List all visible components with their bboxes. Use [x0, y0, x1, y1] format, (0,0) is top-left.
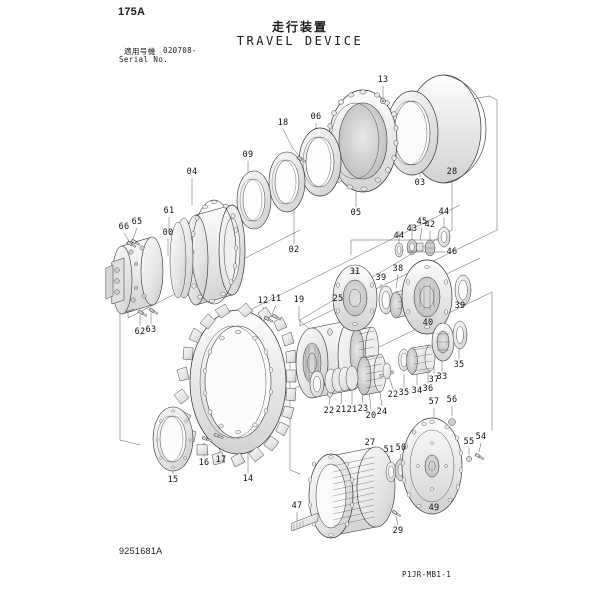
callout-44b: 44 [438, 207, 450, 217]
callout-04: 04 [186, 167, 198, 177]
callout-47: 47 [291, 501, 303, 511]
callout-31: 31 [349, 267, 361, 277]
page-code: 175A [118, 6, 146, 18]
callout-25: 25 [332, 294, 344, 304]
document-number: 9251681A [119, 546, 163, 556]
form-number: P1JR-MB1-1 [402, 570, 452, 579]
callout-38: 38 [392, 264, 404, 274]
callout-05: 05 [350, 208, 362, 218]
callout-39b: 39 [454, 301, 466, 311]
callout-50: 50 [395, 443, 407, 453]
callout-40: 40 [422, 318, 434, 328]
callout-36: 36 [422, 384, 434, 394]
callout-42: 42 [424, 220, 436, 230]
callout-51: 51 [383, 445, 395, 455]
callout-22b: 22 [387, 390, 399, 400]
diagram-title-japanese: 走行装置 [271, 20, 328, 34]
callout-17: 17 [215, 455, 227, 465]
callout-61: 61 [163, 206, 175, 216]
callout-29: 29 [392, 526, 404, 536]
callout-24: 24 [376, 407, 388, 417]
callout-11: 11 [270, 294, 282, 304]
callout-49: 49 [428, 503, 440, 513]
callout-66: 66 [118, 222, 130, 232]
serial-label-english: Serial No. [119, 55, 169, 64]
callout-23: 23 [357, 404, 369, 414]
callout-13: 13 [377, 75, 389, 85]
callout-00: 00 [162, 228, 174, 238]
diagram-title-english: TRAVEL DEVICE [236, 34, 364, 48]
callout-21: 21 [335, 405, 347, 415]
callout-56: 56 [446, 395, 458, 405]
callout-20: 20 [365, 411, 377, 421]
callout-28: 28 [446, 167, 458, 177]
serial-label-japanese: 適用号機 [124, 47, 156, 56]
callout-35b: 35 [453, 360, 465, 370]
callout-43: 43 [406, 224, 418, 234]
callout-55: 55 [463, 437, 475, 447]
callout-22: 22 [323, 406, 335, 416]
callout-09: 09 [242, 150, 254, 160]
callout-19: 19 [293, 295, 305, 305]
callout-45: 45 [416, 217, 428, 227]
callout-15: 15 [167, 475, 179, 485]
callout-18: 18 [277, 118, 289, 128]
callout-14: 14 [242, 474, 254, 484]
callout-37: 37 [428, 375, 440, 385]
callout-65: 65 [131, 217, 143, 227]
callout-44: 44 [393, 231, 405, 241]
callout-54: 54 [475, 432, 487, 442]
callout-57: 57 [428, 397, 440, 407]
callout-34: 34 [411, 386, 423, 396]
callout-02: 02 [288, 245, 300, 255]
callout-27: 27 [364, 438, 376, 448]
callout-46: 46 [446, 247, 458, 257]
callout-33: 33 [436, 372, 448, 382]
callout-62: 62 [134, 327, 146, 337]
callout-16: 16 [198, 458, 210, 468]
callout-39: 39 [375, 273, 387, 283]
callout-63: 63 [145, 325, 157, 335]
callout-06: 06 [310, 112, 322, 122]
callout-21b: 21 [346, 405, 358, 415]
serial-number-value: 020708- [163, 46, 197, 55]
callout-35: 35 [398, 388, 410, 398]
callout-03: 03 [414, 178, 426, 188]
callout-12: 12 [257, 296, 269, 306]
